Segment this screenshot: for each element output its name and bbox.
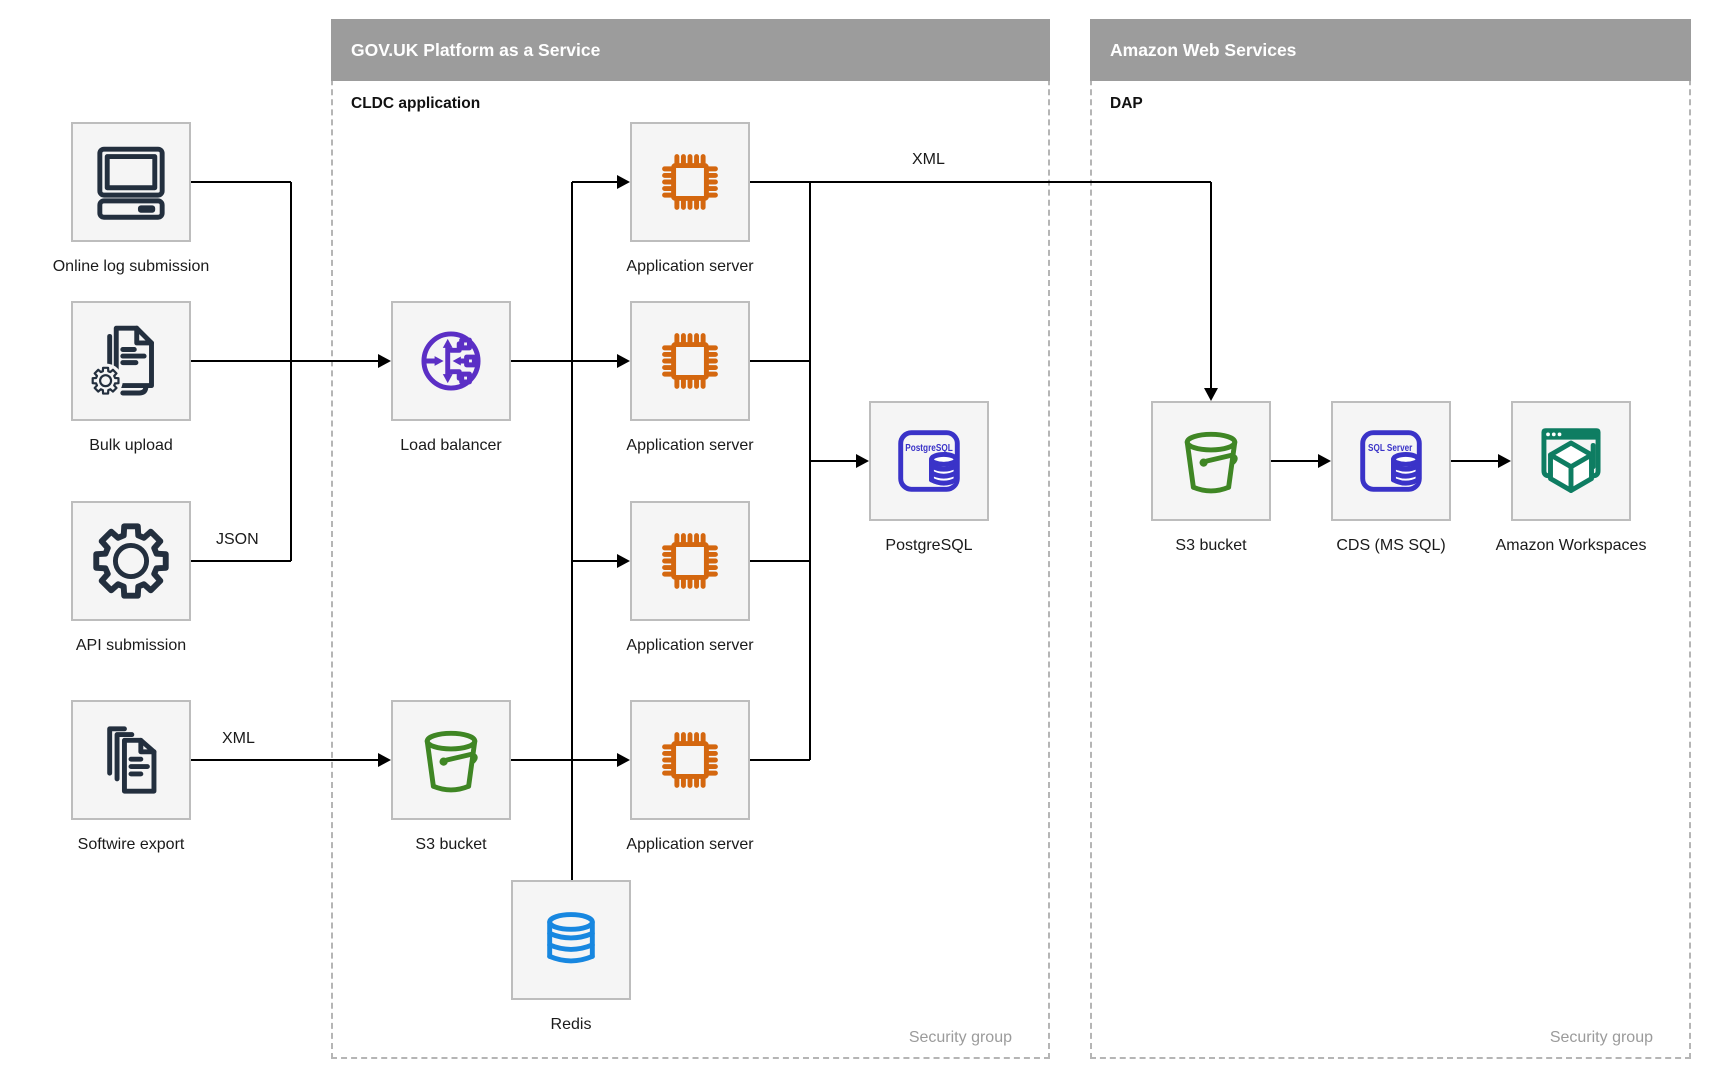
connector-bulk-to-lb: [191, 360, 378, 362]
node-softwire-export: [71, 700, 191, 820]
bucket-icon: [1184, 431, 1238, 494]
connector-branch-app3: [572, 560, 618, 562]
load-balancer-icon: [421, 331, 481, 391]
node-label-workspaces: Amazon Workspaces: [1495, 537, 1647, 554]
gear-icon: [93, 523, 169, 599]
aws-group-title: Amazon Web Services: [1090, 19, 1691, 81]
node-label-app-server-1: Application server: [626, 258, 754, 275]
arrowhead-into-s3-paas: [378, 753, 391, 767]
connector-xml-down: [1210, 182, 1212, 388]
arrowhead-into-app3: [617, 554, 630, 568]
node-label-app-server-2: Application server: [626, 437, 754, 454]
node-label-cds: CDS (MS SQL): [1336, 537, 1446, 554]
connector-branch-app2: [572, 360, 618, 362]
connector-s3aws-to-cds: [1271, 460, 1319, 462]
node-load-balancer: [391, 301, 511, 421]
node-label-postgresql: PostgreSQL: [885, 537, 973, 554]
node-application-server-4: [630, 700, 750, 820]
workspaces-icon: [1541, 428, 1601, 493]
connector-merge-vertical: [290, 182, 292, 561]
node-label-s3-paas: S3 bucket: [415, 836, 487, 853]
node-label-app-server-3: Application server: [626, 637, 754, 654]
connector-cds-to-workspaces: [1451, 460, 1499, 462]
node-label-s3-aws: S3 bucket: [1175, 537, 1247, 554]
sql-server-icon: SQL Server: [1360, 430, 1422, 492]
chip-icon: [662, 732, 718, 788]
node-label-load-balancer: Load balancer: [400, 437, 502, 454]
paas-group-sublabel: CLDC application: [351, 95, 481, 112]
paas-group: GOV.UK Platform as a Service CLDC applic…: [331, 19, 1050, 1059]
arrowhead-into-app1: [617, 175, 630, 189]
connector-app1-to-aws: [750, 181, 1211, 183]
connector-lb-to-trunk: [511, 360, 572, 362]
node-label-redis: Redis: [550, 1016, 592, 1033]
node-online-log-submission: [71, 122, 191, 242]
arrowhead-into-load-balancer: [378, 354, 391, 368]
node-api-submission: [71, 501, 191, 621]
aws-group: Amazon Web Services DAP Security group: [1090, 19, 1691, 1059]
connector-collector-vertical: [809, 182, 811, 760]
arrowhead-into-postgresql: [856, 454, 869, 468]
node-s3-bucket-paas: [391, 700, 511, 820]
node-application-server-2: [630, 301, 750, 421]
node-s3-bucket-aws: [1151, 401, 1271, 521]
node-redis: [511, 880, 631, 1000]
chip-icon: [662, 333, 718, 389]
chip-icon: [662, 154, 718, 210]
connector-softwire-to-s3: [191, 759, 378, 761]
node-cds-mssql: SQL Server: [1331, 401, 1451, 521]
bucket-icon: [424, 730, 478, 793]
documents-stack-icon: [107, 726, 157, 794]
node-label-bulk-upload: Bulk upload: [89, 437, 173, 454]
connector-api-out: [191, 560, 291, 562]
node-amazon-workspaces: [1511, 401, 1631, 521]
arrowhead-into-app4: [617, 753, 630, 767]
edge-label-xml-app: XML: [912, 151, 945, 168]
connector-s3-to-trunk: [511, 759, 572, 761]
connector-branch-app4: [572, 759, 618, 761]
aws-group-sublabel: DAP: [1110, 95, 1143, 112]
connector-app3-out: [750, 560, 810, 562]
paas-group-title: GOV.UK Platform as a Service: [331, 19, 1050, 81]
edge-label-json: JSON: [216, 531, 259, 548]
node-label-app-server-4: Application server: [626, 836, 754, 853]
connector-app2-out: [750, 360, 810, 362]
postgresql-icon: PostgreSQL: [898, 430, 960, 492]
connector-branch-app1: [572, 181, 618, 183]
node-label-softwire-export: Softwire export: [77, 836, 185, 853]
sql-server-icon-text: SQL Server: [1368, 443, 1412, 454]
computer-icon: [97, 146, 165, 220]
arrowhead-into-app2: [617, 354, 630, 368]
arrowhead-into-cds: [1318, 454, 1331, 468]
connector-app4-out: [750, 759, 810, 761]
chip-icon: [662, 533, 718, 589]
arrowhead-into-s3-aws: [1204, 388, 1218, 401]
connector-to-postgresql: [810, 460, 857, 462]
arrowhead-into-workspaces: [1498, 454, 1511, 468]
node-postgresql: PostgreSQL: [869, 401, 989, 521]
node-bulk-upload: [71, 301, 191, 421]
aws-security-group-label: Security group: [1549, 1029, 1653, 1046]
connector-trunk-vertical: [571, 182, 573, 880]
node-application-server-1: [630, 122, 750, 242]
database-cylinder-icon: [547, 912, 595, 964]
connector-online-log-out: [191, 181, 291, 183]
node-application-server-3: [630, 501, 750, 621]
node-label-api-submission: API submission: [75, 637, 187, 654]
node-label-online-log: Online log submission: [52, 258, 210, 275]
paas-security-group-label: Security group: [908, 1029, 1012, 1046]
edge-label-xml-softwire: XML: [222, 730, 255, 747]
document-gear-icon: [88, 325, 154, 398]
postgresql-icon-text: PostgreSQL: [905, 443, 953, 454]
